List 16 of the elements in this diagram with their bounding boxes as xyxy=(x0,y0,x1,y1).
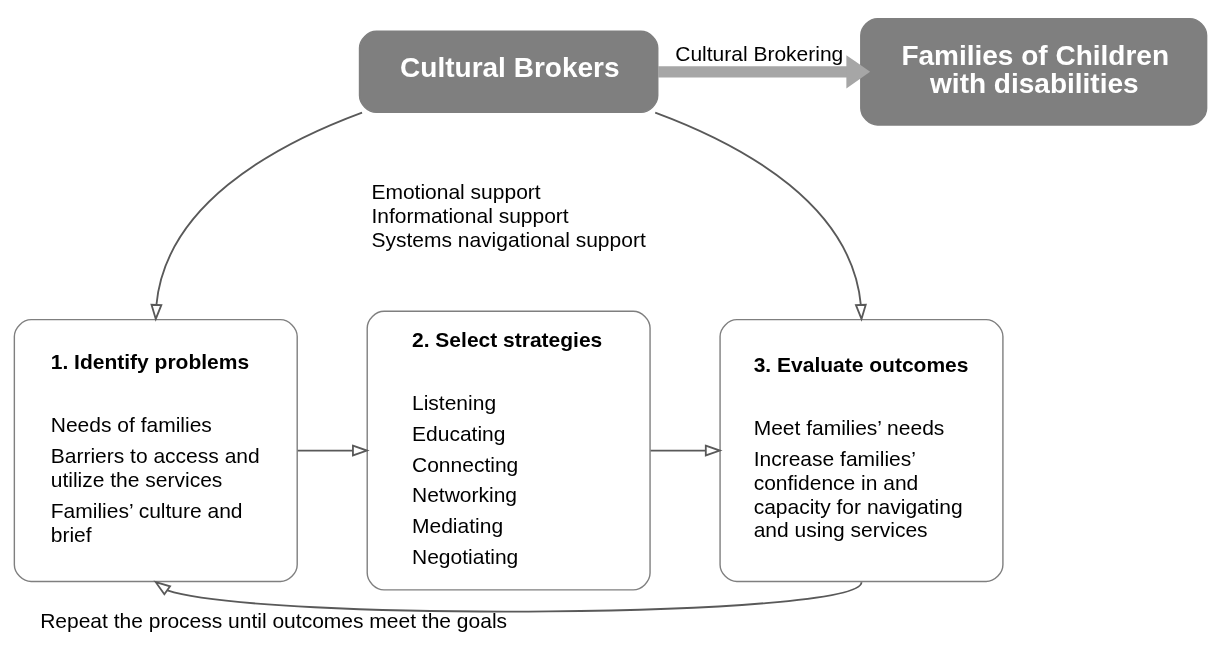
label: Informational support xyxy=(371,204,569,228)
arrow xyxy=(658,55,871,89)
arrow xyxy=(150,111,363,322)
arrow xyxy=(654,111,867,322)
arrow xyxy=(296,444,370,457)
arrow xyxy=(153,580,863,613)
edge-label: Cultural Brokering xyxy=(675,41,844,65)
label: Emotional support xyxy=(371,180,541,204)
node-box: Families of Children with disabilities xyxy=(860,17,1208,126)
arrow xyxy=(649,444,723,457)
edge-label: Repeat the process until outcomes meet the goals xyxy=(40,609,508,633)
label: Systems navigational support xyxy=(371,227,646,251)
node-box: 1. Identify problems Needs of families Barriers to access and utilize the services Families’ culture and brief xyxy=(13,318,298,583)
node-box: 2. Select strategies Listening Educating Connecting Networking Mediating Negotiating xyxy=(366,310,651,591)
node-box: Cultural Brokers xyxy=(358,30,659,114)
node-box: 3. Evaluate outcomes Meet families’ needs Increase families’ confidence in and capacity for navigating and using services xyxy=(719,318,1004,583)
